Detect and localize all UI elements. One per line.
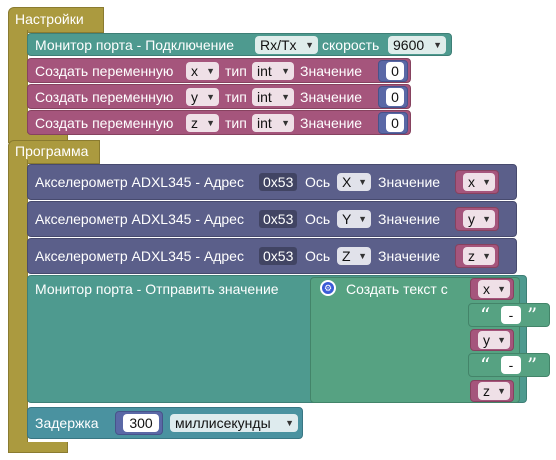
- variable-value-label: Значение: [300, 115, 363, 131]
- variable-value-field[interactable]: 0: [386, 62, 404, 80]
- accelerometer-value-label: Значение: [378, 211, 441, 227]
- serial-connect-label: Монитор порта - Подключение: [35, 37, 234, 53]
- variable-type-label: тип: [225, 115, 247, 131]
- create-variable-label: Создать переменную: [35, 115, 174, 131]
- variable-type-label: тип: [225, 63, 247, 79]
- close-quote-icon: ”: [527, 353, 538, 377]
- chevron-down-icon: ▼: [206, 66, 215, 76]
- variable-get-dropdown[interactable]: x▼: [463, 173, 495, 191]
- accelerometer-axis-dropdown[interactable]: X▼: [337, 173, 371, 191]
- chevron-down-icon: ▼: [482, 177, 491, 187]
- variable-value-field[interactable]: 0: [386, 88, 404, 106]
- chevron-down-icon: ▼: [497, 335, 506, 345]
- variable-type-dropdown[interactable]: int▼: [252, 62, 294, 80]
- close-quote-icon: ”: [527, 303, 538, 327]
- create-variable-block[interactable]: [27, 110, 411, 135]
- chevron-down-icon: ▼: [482, 214, 491, 224]
- accelerometer-value-label: Значение: [378, 174, 441, 190]
- delay-unit-dropdown[interactable]: миллисекунды▼: [170, 414, 298, 432]
- setup-block-spine: [8, 30, 28, 142]
- accelerometer-label: Акселерометр ADXL345 - Адрес: [35, 211, 244, 227]
- chevron-down-icon: ▼: [281, 92, 290, 102]
- create-variable-block[interactable]: [27, 84, 411, 109]
- variable-get-dropdown[interactable]: y▼: [478, 331, 510, 349]
- accelerometer-block[interactable]: [27, 201, 517, 237]
- chevron-down-icon: ▼: [482, 251, 491, 261]
- delay-value-field[interactable]: 300: [123, 414, 159, 432]
- chevron-down-icon: ▼: [206, 118, 215, 128]
- serial-connect-block[interactable]: [27, 33, 452, 56]
- chevron-down-icon: ▼: [433, 40, 442, 50]
- chevron-down-icon: ▼: [285, 418, 294, 428]
- chevron-down-icon: ▼: [358, 177, 367, 187]
- accelerometer-address-field[interactable]: 0x53: [259, 210, 298, 228]
- text-literal-field[interactable]: -: [501, 356, 521, 374]
- chevron-down-icon: ▼: [281, 66, 290, 76]
- variable-get-dropdown[interactable]: x▼: [478, 280, 510, 298]
- variable-type-label: тип: [225, 89, 247, 105]
- accelerometer-axis-dropdown[interactable]: Z▼: [337, 247, 371, 265]
- program-block-spine: [8, 160, 28, 446]
- accelerometer-address-field[interactable]: 0x53: [259, 247, 298, 265]
- serial-send-label: Монитор порта - Отправить значение: [35, 281, 279, 297]
- serial-pins-dropdown[interactable]: Rx/Tx▼: [255, 36, 318, 54]
- serial-speed-dropdown[interactable]: 9600▼: [388, 36, 446, 54]
- create-text-label: Создать текст с: [346, 281, 448, 297]
- chevron-down-icon: ▼: [497, 386, 506, 396]
- serial-speed-label: скорость: [322, 37, 380, 53]
- accelerometer-address-field[interactable]: 0x53: [259, 173, 298, 191]
- chevron-down-icon: ▼: [281, 118, 290, 128]
- chevron-down-icon: ▼: [358, 251, 367, 261]
- setup-block[interactable]: [8, 7, 104, 33]
- create-variable-block[interactable]: [27, 58, 411, 83]
- gear-icon[interactable]: ⚙: [320, 280, 336, 296]
- delay-label: Задержка: [35, 415, 99, 431]
- chevron-down-icon: ▼: [206, 92, 215, 102]
- accelerometer-axis-dropdown[interactable]: Y▼: [337, 210, 371, 228]
- text-literal-field[interactable]: -: [501, 306, 521, 324]
- variable-get-dropdown[interactable]: y▼: [463, 210, 495, 228]
- variable-type-dropdown[interactable]: int▼: [252, 114, 294, 132]
- open-quote-icon: “: [480, 303, 491, 327]
- accelerometer-value-label: Значение: [378, 248, 441, 264]
- chevron-down-icon: ▼: [358, 214, 367, 224]
- create-variable-label: Создать переменную: [35, 89, 174, 105]
- accelerometer-block[interactable]: [27, 164, 517, 200]
- variable-get-dropdown[interactable]: z▼: [463, 247, 495, 265]
- variable-name-dropdown[interactable]: x▼: [186, 62, 219, 80]
- chevron-down-icon: ▼: [497, 284, 506, 294]
- setup-block-title: Настройки: [15, 11, 84, 27]
- variable-name-dropdown[interactable]: y▼: [186, 88, 219, 106]
- create-variable-label: Создать переменную: [35, 63, 174, 79]
- accelerometer-axis-label: Ось: [305, 174, 331, 190]
- accelerometer-block[interactable]: [27, 238, 517, 274]
- program-block-title: Программа: [15, 143, 89, 159]
- accelerometer-axis-label: Ось: [305, 248, 331, 264]
- variable-value-field[interactable]: 0: [386, 114, 404, 132]
- open-quote-icon: “: [480, 353, 491, 377]
- chevron-down-icon: ▼: [305, 40, 314, 50]
- accelerometer-axis-label: Ось: [305, 211, 331, 227]
- variable-value-label: Значение: [300, 89, 363, 105]
- variable-type-dropdown[interactable]: int▼: [252, 88, 294, 106]
- variable-get-dropdown[interactable]: z▼: [478, 382, 510, 400]
- accelerometer-label: Акселерометр ADXL345 - Адрес: [35, 174, 244, 190]
- accelerometer-label: Акселерометр ADXL345 - Адрес: [35, 248, 244, 264]
- variable-name-dropdown[interactable]: z▼: [186, 114, 219, 132]
- program-block-foot: [8, 442, 68, 453]
- variable-value-label: Значение: [300, 63, 363, 79]
